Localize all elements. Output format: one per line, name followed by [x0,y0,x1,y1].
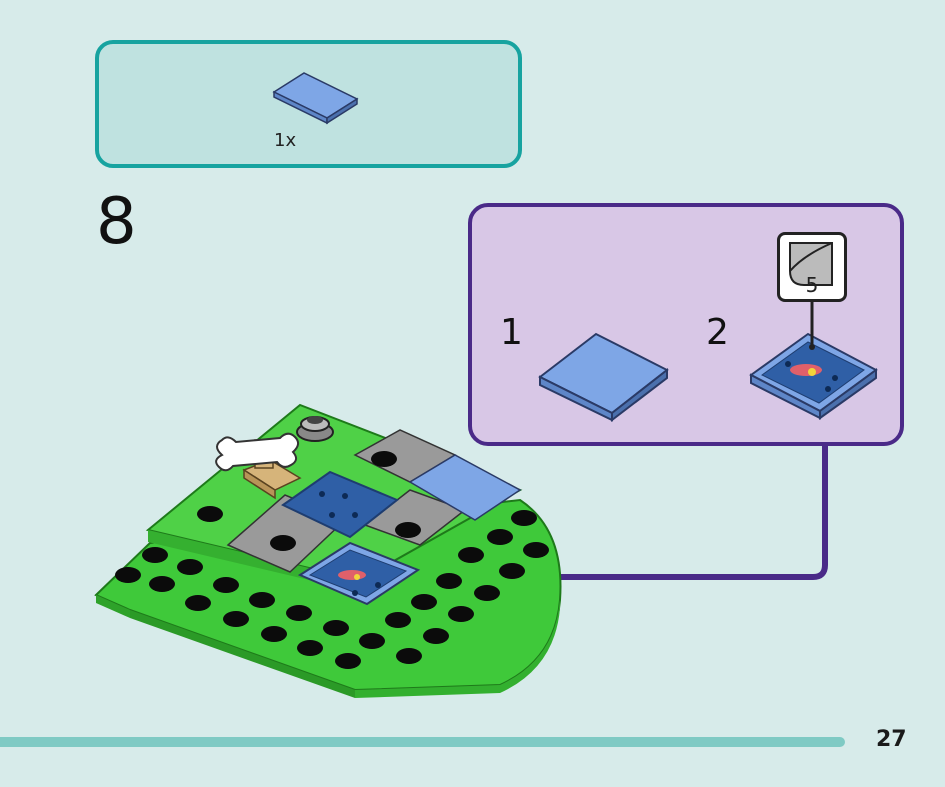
bone-on-stand [215,432,302,500]
part-quantity: 1x [274,130,297,151]
round-stud-piece [296,416,334,442]
sticker-number: 5 [805,273,819,297]
sticker-sheet-icon [789,242,833,286]
page-footer-bar [0,737,845,747]
sticker-callout: 5 [777,232,847,302]
page-number: 27 [876,727,907,752]
blue-tiles [281,454,522,606]
paw-print-icons [319,491,381,596]
flat-tile-part-icon [272,72,359,125]
plate-studs [115,506,549,669]
parts-callout: 1x [95,40,522,168]
sub-step-1-tile [538,332,669,423]
sub-step-2-stickered-tile [749,332,878,420]
assembly-arrow [430,446,828,580]
sub-step-2-label: 2 [706,312,729,353]
step-number: 8 [96,185,137,259]
sub-step-1-label: 1 [500,312,523,353]
